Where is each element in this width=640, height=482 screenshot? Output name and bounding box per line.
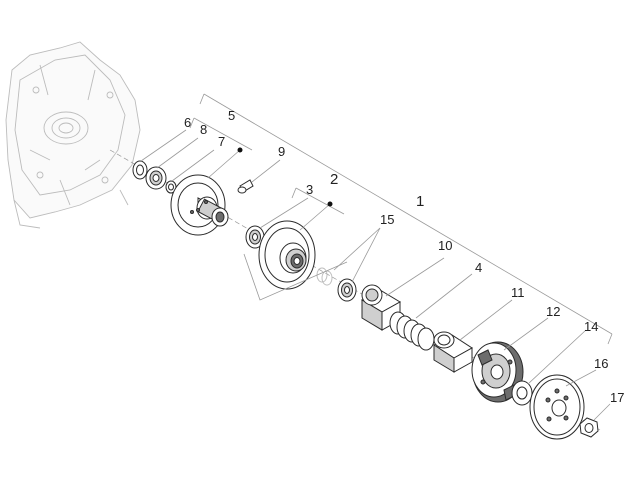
callout-6: 6 bbox=[184, 115, 191, 130]
part-7-ring bbox=[165, 180, 177, 194]
part-17-nut bbox=[579, 417, 599, 438]
callout-17: 17 bbox=[610, 390, 624, 405]
part-5-fixed-pulley bbox=[170, 174, 229, 236]
callout-1: 1 bbox=[416, 193, 424, 210]
part-11-spacer bbox=[433, 331, 473, 373]
callout-12: 12 bbox=[546, 304, 560, 319]
part-12-clutch-shoes bbox=[471, 341, 524, 403]
callout-2: 2 bbox=[330, 171, 338, 188]
crankcase-housing bbox=[5, 41, 141, 229]
part-6-washer bbox=[132, 160, 148, 180]
callout-9: 9 bbox=[278, 144, 285, 159]
callout-5: 5 bbox=[228, 108, 235, 123]
part-8-bearing bbox=[145, 166, 167, 190]
callout-15: 15 bbox=[380, 212, 394, 227]
callout-10: 10 bbox=[438, 238, 452, 253]
part-15-seal bbox=[316, 267, 357, 302]
part-14-nut bbox=[511, 380, 533, 406]
part-4-spring bbox=[389, 311, 435, 351]
callout-4: 4 bbox=[475, 260, 482, 275]
part-10-sleeve bbox=[361, 284, 401, 331]
part-16-clutch-bell bbox=[529, 374, 585, 440]
callout-labels: 1 2 3 4 5 6 7 8 9 10 11 12 14 15 16 17 bbox=[184, 108, 624, 405]
callout-16: 16 bbox=[594, 356, 608, 371]
callout-14: 14 bbox=[584, 319, 598, 334]
callout-3: 3 bbox=[306, 182, 313, 197]
callout-11: 11 bbox=[511, 285, 525, 300]
leader-lines bbox=[140, 93, 613, 421]
part-2-movable-pulley bbox=[258, 220, 316, 290]
part-9-bolt bbox=[237, 179, 254, 194]
callout-7: 7 bbox=[218, 134, 225, 149]
callout-8: 8 bbox=[200, 122, 207, 137]
